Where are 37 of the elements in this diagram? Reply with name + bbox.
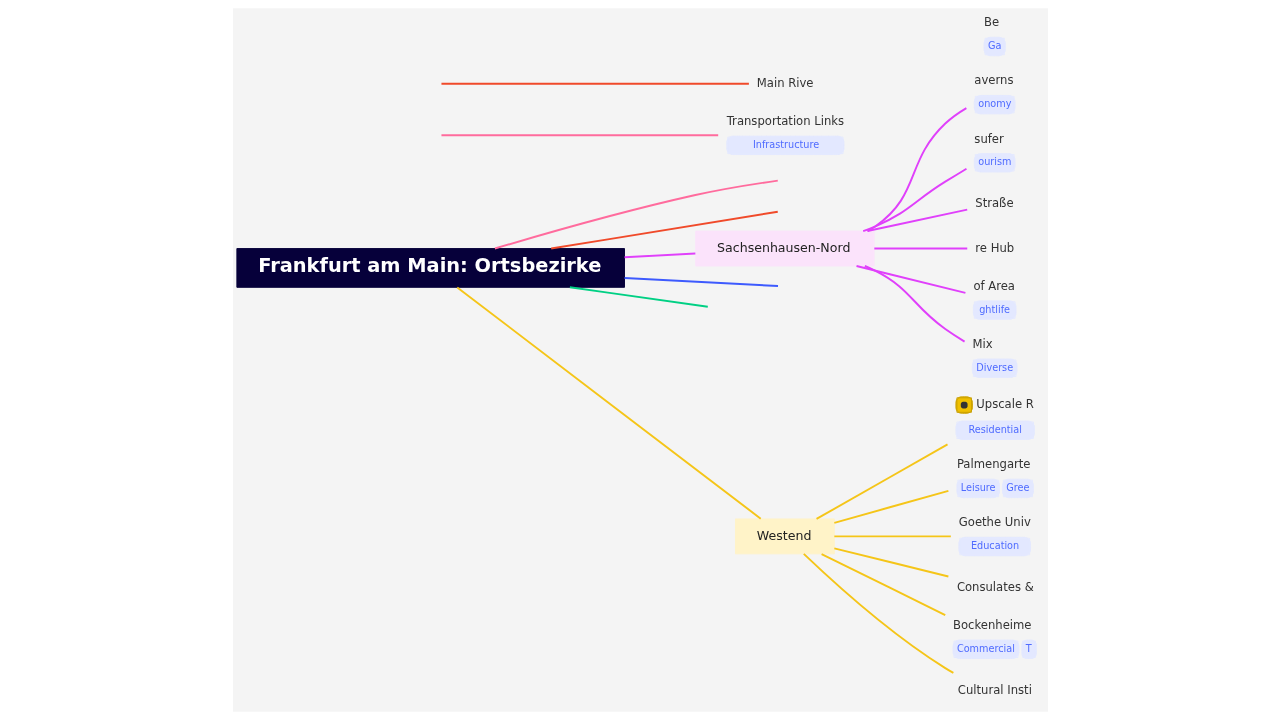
connector: [802, 552, 954, 674]
connector: [493, 179, 779, 250]
node-label: Goethe Univ: [958, 515, 1031, 530]
node-box: Frankfurt am Main: Ortsbezirke: [235, 248, 625, 288]
node-box: Sachsenhausen-Nord: [694, 230, 875, 267]
connector: [866, 107, 967, 233]
node-label: Bockenheime: [952, 618, 1031, 633]
node-label: sufer: [973, 131, 1004, 146]
connector: [549, 210, 779, 250]
connector: [861, 167, 967, 233]
node-label: averns: [973, 73, 1013, 88]
node-label: Transportation Links: [726, 114, 844, 129]
connector: [439, 82, 750, 85]
connector: [832, 547, 949, 578]
node-box: Westend: [734, 518, 835, 555]
node-text: Cultural Insti: [957, 682, 1032, 697]
connector: [815, 443, 948, 520]
connector: [863, 265, 966, 343]
connector: [832, 489, 949, 524]
connector: [820, 553, 946, 617]
connector: [623, 252, 696, 259]
connector: [568, 286, 709, 308]
connector: [832, 535, 952, 538]
connector: [455, 286, 762, 520]
node-text: Straße: [974, 196, 1014, 211]
node-label: of Area: [972, 278, 1015, 293]
connector: [872, 247, 968, 250]
node-text: Consulates &: [956, 580, 1034, 595]
connector: [623, 277, 779, 287]
node-label: Palmengarte: [956, 457, 1030, 472]
node-text: Main Rive: [756, 76, 814, 91]
node-label: Mix: [971, 336, 993, 351]
node-text: re Hub: [974, 241, 1014, 256]
connector: [439, 134, 719, 137]
node-label: Be: [983, 15, 999, 30]
connector: [865, 208, 968, 233]
connector: [855, 265, 966, 294]
